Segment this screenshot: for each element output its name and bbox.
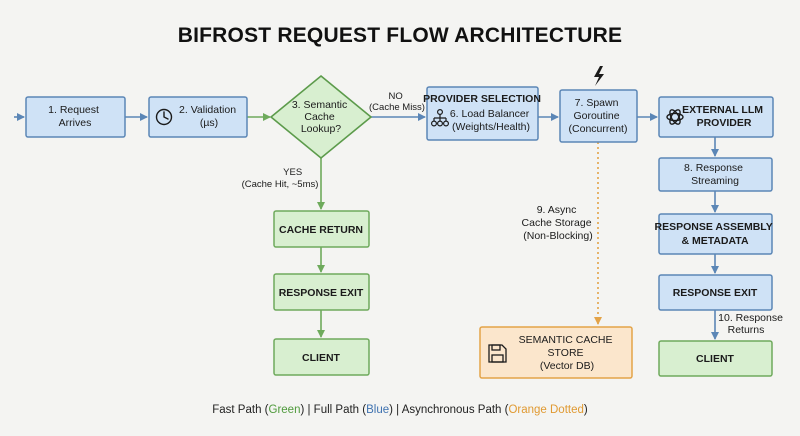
edge-label-no: NO (Cache Miss) (369, 91, 425, 113)
svg-text:SEMANTIC CACHE STORE: SEMANTIC CACHE STORE (Vector DB) (519, 334, 616, 372)
svg-text:RESPONSE ASSEMBLY & META: RESPONSE ASSEMBLY & METADATA (655, 221, 776, 247)
svg-text:EXTERNAL LLM PROVIDER: EXTERNAL LLM PROVIDER (682, 104, 766, 129)
node-semantic-cache-store: SEMANTIC CACHE STORE (Vector DB) (479, 326, 633, 379)
openai-logo-icon (666, 109, 684, 125)
svg-text:CACHE RETURN: CACHE RETURN (279, 224, 363, 236)
svg-text:8. Response Streaming: 8. Response Streaming (684, 162, 746, 187)
node-validation: 2. Validation (µs) (148, 96, 248, 138)
edge-label-yes: YES (Cache Hit, ~5ms) (242, 167, 319, 190)
node-client-left: CLIENT (273, 338, 370, 376)
lightning-icon (594, 66, 604, 86)
node-request-arrives: 1. Request Arrives (25, 96, 126, 138)
svg-text:RESPONSE EXIT: RESPONSE EXIT (673, 287, 758, 299)
node-client-right: CLIENT (658, 340, 773, 377)
legend: Fast Path (Green) | Full Path (Blue) | A… (212, 404, 588, 416)
hierarchy-icon (431, 108, 450, 127)
edge-label-returns: 10. Response Returns (718, 312, 786, 336)
node-response-streaming: 8. Response Streaming (658, 157, 773, 192)
legend-orange-label: Orange Dotted (508, 404, 583, 416)
legend-blue-label: Blue (366, 404, 389, 416)
node-response-exit-left: RESPONSE EXIT (273, 273, 370, 311)
svg-text:CLIENT: CLIENT (696, 353, 735, 365)
svg-text:1. Request Arrives: 1. Request Arrives (48, 104, 102, 129)
svg-text:CLIENT: CLIENT (302, 352, 341, 364)
edge-label-async: 9. Async Cache Storage (Non-Blocking) (522, 204, 595, 242)
svg-text:RESPONSE EXIT: RESPONSE EXIT (279, 287, 364, 299)
page-title: BIFROST REQUEST FLOW ARCHITECTURE (178, 24, 622, 47)
svg-text:3. Semantic Cache: 3. Semantic Cache Lookup? (292, 99, 350, 135)
clock-icon (155, 108, 173, 126)
svg-text:7. Spawn Goroutine: 7. Spawn Goroutine (Concurrent) (569, 97, 628, 135)
svg-text:2. Validation (µs): 2. Validation (µs) (179, 104, 239, 129)
node-response-exit-right: RESPONSE EXIT (658, 274, 773, 311)
legend-green-label: Green (269, 404, 301, 416)
node-response-assembly: RESPONSE ASSEMBLY & METADATA (655, 213, 776, 255)
node-external-llm-provider: EXTERNAL LLM PROVIDER (658, 96, 774, 138)
node-provider-selection: PROVIDER SELECTION 6. Load Balancer (Wei… (423, 86, 541, 141)
node-spawn-goroutine: 7. Spawn Goroutine (Concurrent) (559, 89, 638, 143)
floppy-disk-icon (488, 344, 507, 363)
node-cache-return: CACHE RETURN (273, 210, 370, 248)
provider-selection-title: PROVIDER SELECTION (423, 93, 541, 105)
node-cache-lookup-decision: 3. Semantic Cache Lookup? (269, 74, 373, 160)
svg-text:6. Load Balancer (Weight: 6. Load Balancer (Weights/Health) (450, 108, 532, 133)
